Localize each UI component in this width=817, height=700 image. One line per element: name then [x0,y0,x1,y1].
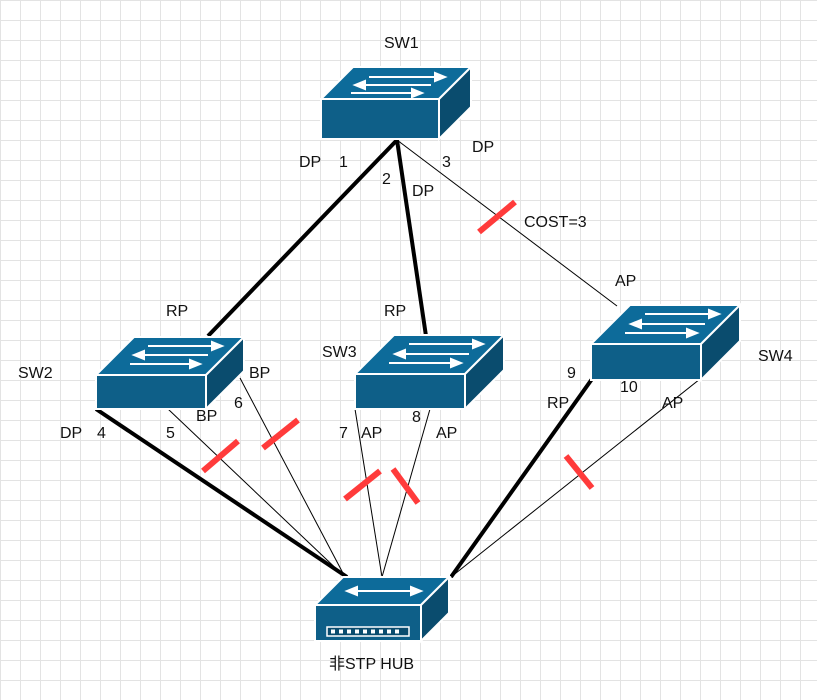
hub-name: 非STP HUB [329,656,415,673]
link-sw1-sw4 [396,139,618,307]
link-sw4-p9-hub [449,377,594,579]
block-mark-p6 [261,417,300,451]
switch-sw3[interactable] [352,332,507,412]
block-mark-sw1-sw4 [477,199,517,235]
link-sw3-p7-hub [354,408,383,578]
port-1-number: 1 [339,154,348,171]
block-mark-p5 [201,438,240,474]
link-sw1-sw2 [206,138,399,338]
link-sw1-sw3 [395,139,428,337]
port-1-role: DP [299,154,322,171]
sw2-name: SW2 [18,365,53,382]
port-7-role: AP [361,425,383,442]
link-sw3-p8-hub [381,408,431,578]
port-5-role: BP [196,408,218,425]
sw2-uplink-role: RP [166,303,189,320]
link-cost-label: COST=3 [524,214,587,231]
block-mark-p8 [390,467,421,505]
port-2-role: DP [412,183,435,200]
sw4-name: SW4 [758,348,793,365]
link-sw2-p4-hub [94,407,349,579]
port-4-number: 4 [97,425,106,442]
hub[interactable] [312,574,452,644]
link-sw2-p6-hub [239,377,346,578]
port-6-number: 6 [234,395,243,412]
sw4-uplink-role: AP [615,273,637,290]
port-3-role: DP [472,139,495,156]
port-5-number: 5 [166,425,175,442]
link-sw4-p10-hub [450,378,701,578]
port-7-number: 7 [339,425,348,442]
port-4-role: DP [60,425,83,442]
blocked-marks [201,199,595,505]
links [94,138,701,579]
sw3-uplink-role: RP [384,303,407,320]
switch-sw1[interactable] [318,64,474,142]
port-3-number: 3 [442,154,451,171]
port-8-number: 8 [412,409,421,426]
switch-sw4[interactable] [588,302,743,383]
block-mark-p7 [343,468,382,502]
sw1-name: SW1 [384,35,419,52]
port-9-role: RP [547,395,570,412]
port-10-number: 10 [620,379,638,396]
port-9-number: 9 [567,365,576,382]
port-8-role: AP [436,425,458,442]
switch-sw2[interactable] [93,334,247,412]
port-6-role: BP [249,365,271,382]
port-2-number: 2 [382,171,391,188]
port-10-role: AP [662,395,684,412]
link-sw2-p5-hub [167,408,346,578]
sw3-name: SW3 [322,344,357,361]
block-mark-p10 [563,454,595,490]
